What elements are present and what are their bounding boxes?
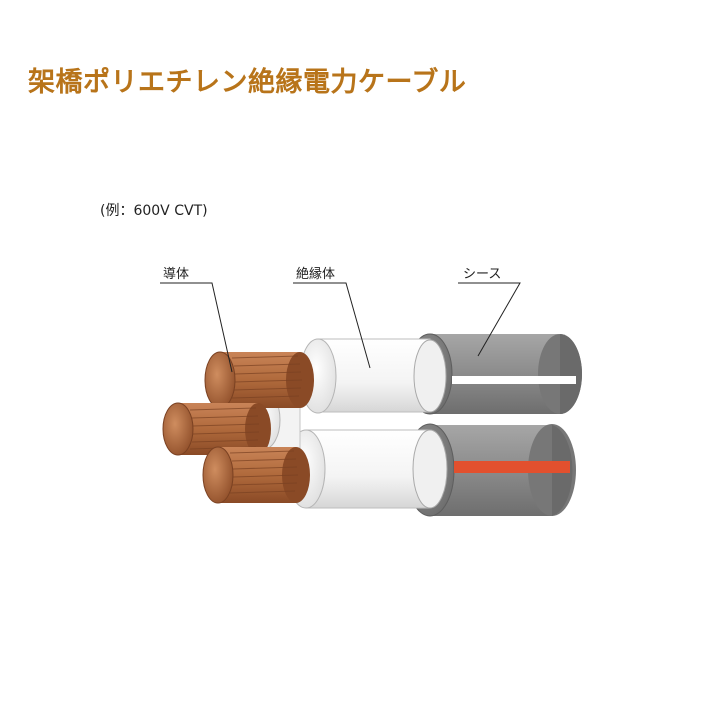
sheath-label: シース	[463, 267, 502, 282]
example-label: (例：600V CVT)	[100, 203, 208, 219]
insulation-label: 絶縁体	[296, 267, 336, 282]
page-title: 架橋ポリエチレン絶縁電力ケーブル	[28, 67, 467, 98]
bottom-insulation	[286, 429, 448, 509]
top-conductor	[204, 351, 314, 409]
bottom-conductor	[202, 446, 310, 504]
sheath-leader-line	[458, 282, 521, 357]
conductor-label: 導体	[163, 267, 190, 282]
sheath-stripe-red	[454, 461, 570, 473]
middle-conductor	[162, 402, 271, 456]
top-insulation	[299, 338, 447, 414]
insulation-leader-line	[293, 282, 371, 369]
sheath-stripe-white	[452, 376, 576, 384]
conductor-leader-line	[160, 282, 233, 373]
